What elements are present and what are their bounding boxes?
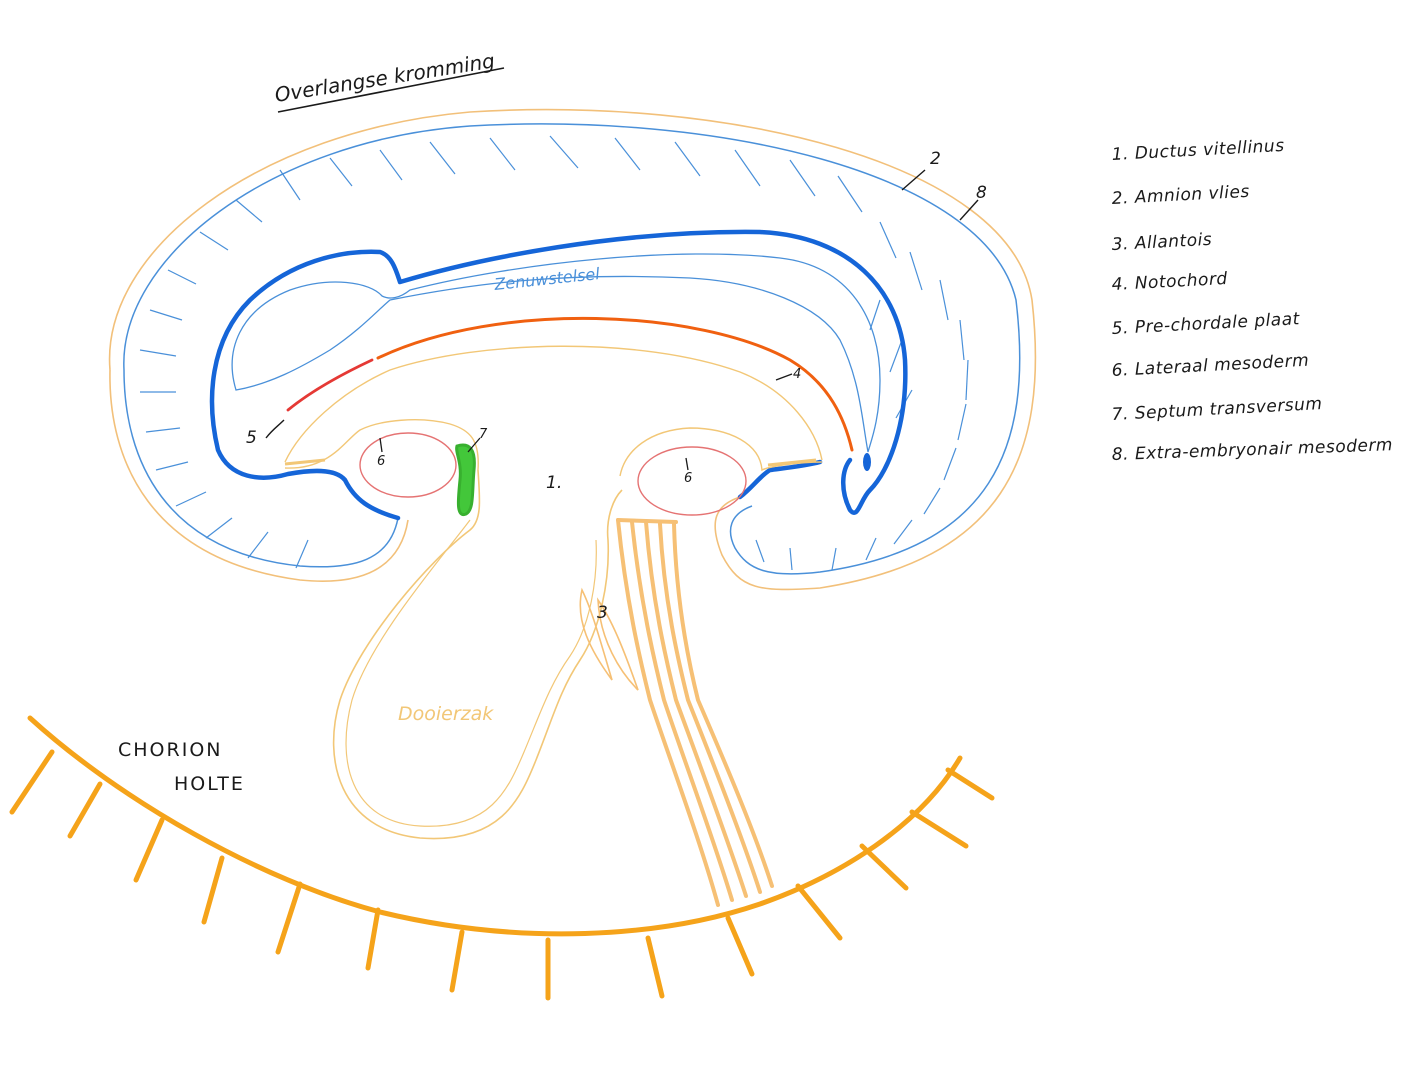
extra-embryonic-mesoderm-outline — [108, 108, 1037, 591]
legend-item-2: 2. Amnion vlies — [1111, 182, 1250, 209]
diagram-title: Overlangse kromming — [273, 48, 496, 106]
neural-tube-tip — [863, 453, 871, 471]
marker-3: 3 — [597, 603, 608, 623]
legend: 1. Ductus vitellinus 2. Amnion vlies 3. … — [1111, 136, 1393, 465]
septum-transversum — [455, 443, 476, 517]
marker-6-left: 6 — [377, 454, 385, 469]
label-yolk-sac: Dooierzak — [398, 703, 494, 725]
marker-7: 7 — [479, 427, 488, 442]
arrow-2 — [901, 169, 926, 191]
endoderm-lining — [284, 345, 823, 477]
arrow-6-left — [379, 437, 383, 453]
arrow-5 — [265, 419, 285, 439]
arrow-7 — [467, 437, 481, 453]
lateral-mesoderm-right — [637, 446, 747, 516]
nervous-system-lining — [231, 253, 881, 453]
label-nervous-system: Zenuwstelsel — [492, 264, 601, 294]
chorionic-villi — [9, 749, 995, 1001]
label-chorion: CHORION — [118, 739, 222, 761]
title-underline — [277, 67, 505, 113]
marker-4: 4 — [793, 367, 801, 382]
legend-item-8: 8. Extra-embryonair mesoderm — [1111, 435, 1393, 465]
marker-6-right: 6 — [684, 471, 692, 486]
arrow-8 — [959, 199, 979, 221]
legend-item-5: 5. Pre-chordale plaat — [1111, 309, 1301, 339]
connecting-stalk — [616, 518, 774, 907]
legend-item-6: 6. Lateraal mesoderm — [1111, 351, 1309, 381]
marker-5: 5 — [246, 428, 257, 448]
marker-2: 2 — [930, 149, 941, 169]
marker-1: 1. — [546, 473, 562, 493]
yolk-sac-outer — [332, 469, 623, 840]
label-cavity: HOLTE — [174, 773, 245, 795]
legend-item-3: 3. Allantois — [1111, 230, 1212, 255]
arrow-4 — [775, 373, 793, 381]
allantois — [579, 587, 639, 691]
amnion-cavity-hatching — [139, 135, 969, 571]
marker-8: 8 — [976, 183, 987, 203]
lateral-mesoderm-left — [359, 432, 457, 498]
yolk-sac-inner — [345, 519, 597, 827]
prechordal-plate — [286, 358, 374, 412]
legend-item-7: 7. Septum transversum — [1111, 394, 1323, 425]
cardiac-region-marks — [284, 458, 817, 467]
legend-item-1: 1. Ductus vitellinus — [1111, 136, 1285, 165]
amnion-membrane — [123, 123, 1021, 575]
legend-item-4: 4. Notochord — [1111, 269, 1228, 295]
arrow-6-right — [685, 457, 689, 471]
chorion-membrane — [27, 715, 963, 937]
notochord — [376, 316, 854, 452]
embryo-ectoderm-outline — [209, 229, 908, 521]
